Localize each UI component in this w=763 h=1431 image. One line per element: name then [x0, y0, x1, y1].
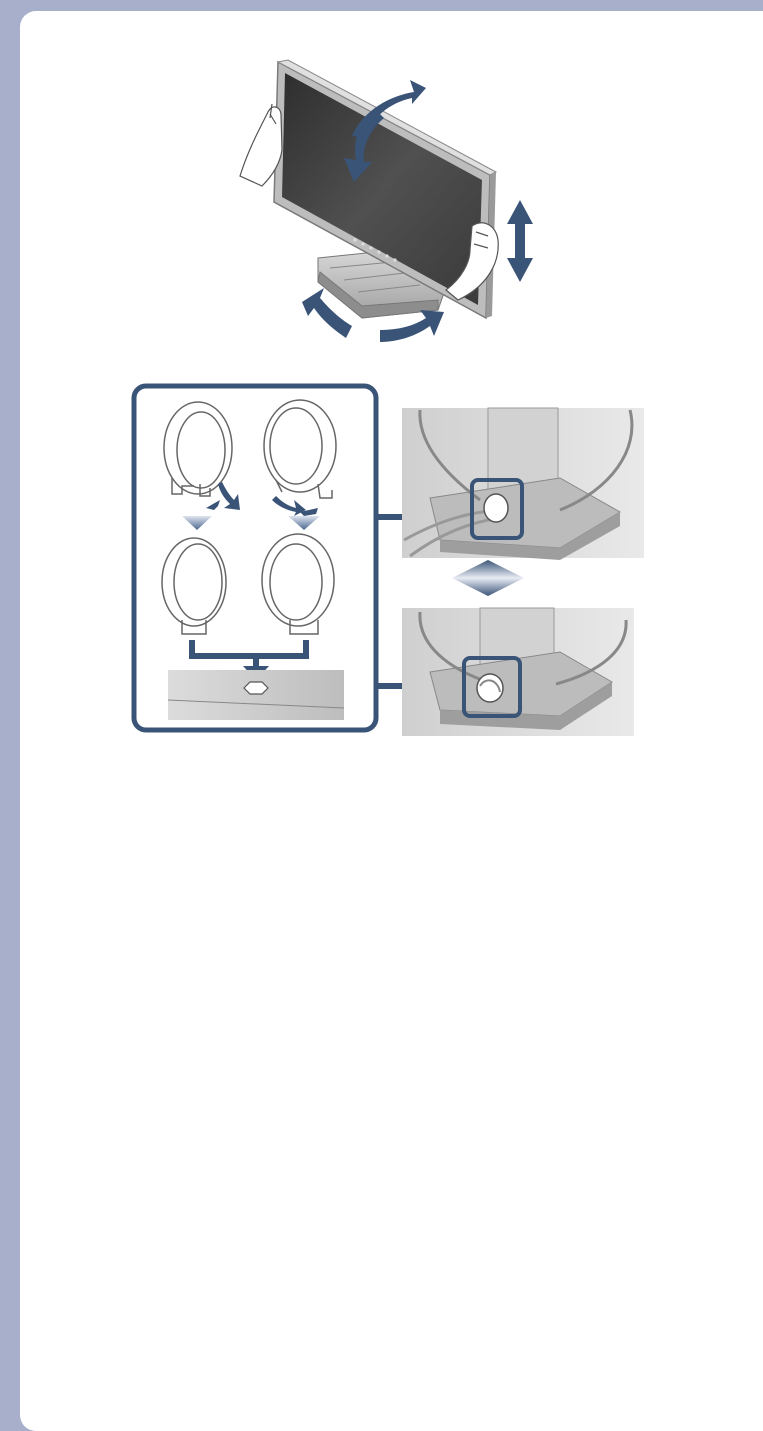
hand-icon	[239, 103, 283, 187]
stand-photo-top	[402, 407, 644, 560]
down-arrow-icon	[182, 516, 320, 530]
double-arrow-icon	[452, 560, 524, 596]
cable-ring-icon	[161, 537, 227, 635]
swivel-arrow-icon	[302, 288, 444, 342]
height-arrow-icon	[507, 200, 533, 282]
monitor-display	[273, 59, 498, 320]
stand-photo-bottom	[402, 607, 634, 736]
cable-holder-illustration	[131, 383, 644, 736]
rotate-arrow-icon	[206, 482, 318, 516]
cable-ring-icon	[261, 533, 335, 635]
monitor-buttons	[353, 238, 397, 262]
mount-plate	[167, 670, 345, 720]
callout-box	[462, 656, 522, 718]
cable-ring-icon	[163, 401, 233, 497]
callout-box	[470, 478, 524, 540]
cable-ring-icon	[263, 399, 337, 499]
hand-icon	[445, 222, 499, 301]
tilt-arrow-icon	[344, 80, 426, 182]
monitor-adjustment-illustration	[239, 59, 533, 342]
